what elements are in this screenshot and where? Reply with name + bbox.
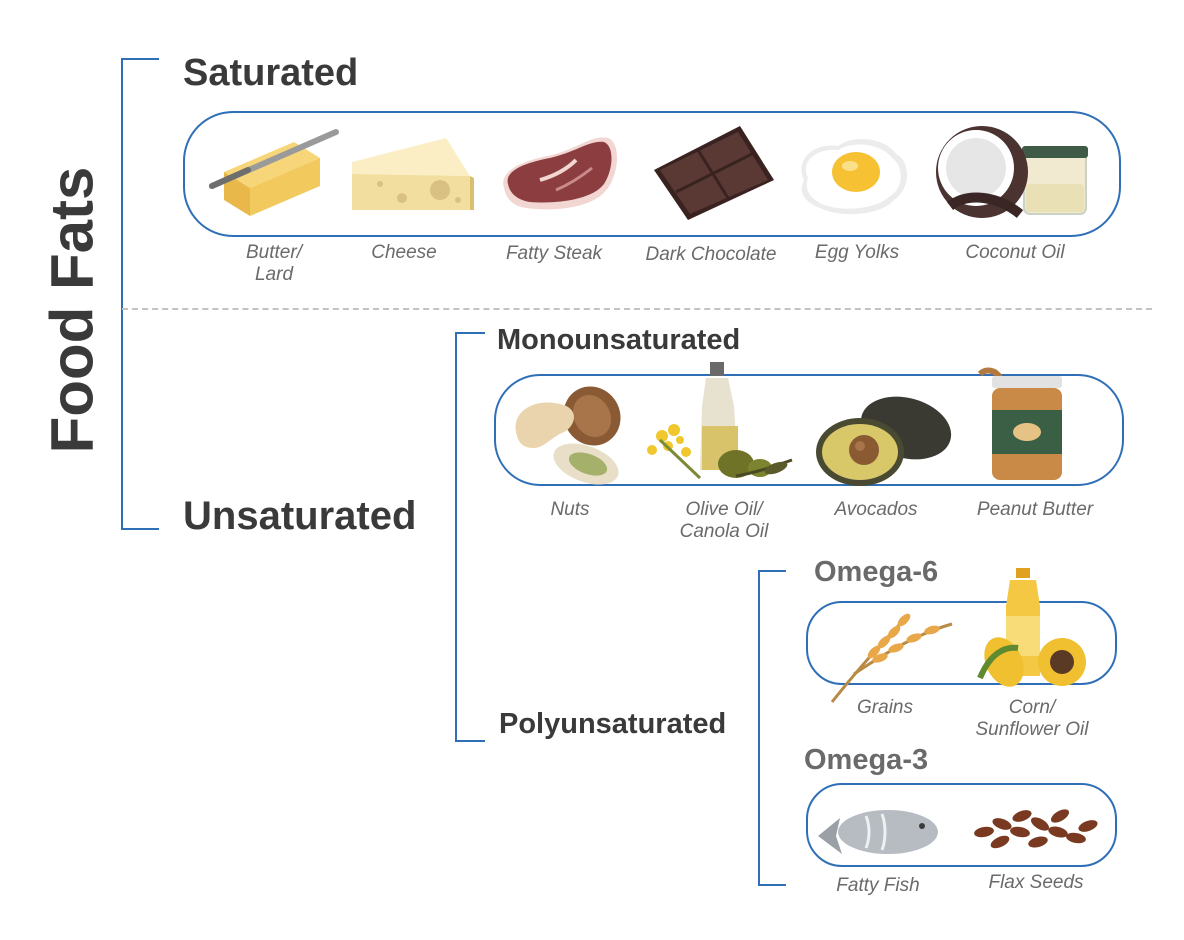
poly-heading: Polyunsaturated: [499, 708, 727, 740]
caption-egg-yolks: Egg Yolks: [814, 242, 900, 263]
omega3-heading: Omega-3: [804, 744, 929, 776]
saturated-foods-panel: [183, 111, 1121, 237]
caption-butter: Butter/ Lard: [246, 242, 302, 285]
caption-flax-seeds: Flax Seeds: [988, 872, 1084, 893]
caption-coconut-oil: Coconut Oil: [965, 242, 1065, 263]
caption-olive-oil: Olive Oil/ Canola Oil: [679, 499, 769, 542]
omega6-foods-panel: [806, 601, 1117, 685]
section-divider: [122, 308, 1152, 310]
peanut-butter-icon: [977, 367, 1062, 480]
butter-icon: [209, 129, 339, 216]
caption-nuts: Nuts: [550, 499, 590, 520]
diagram-title: Food Fats: [38, 166, 106, 454]
caption-fatty-steak: Fatty Steak: [505, 243, 603, 264]
cheese-icon: [352, 138, 474, 210]
flax-seeds-icon: [974, 809, 1098, 849]
unsaturated-heading: Unsaturated: [183, 494, 417, 538]
caption-avocados: Avocados: [834, 499, 918, 520]
caption-cheese: Cheese: [371, 242, 437, 263]
caption-dark-chocolate: Dark Chocolate: [645, 244, 777, 265]
omega3-foods-panel: [806, 783, 1117, 867]
mono-heading: Monounsaturated: [497, 324, 741, 356]
coconut-icon: [936, 126, 1088, 218]
main-bracket: [121, 58, 159, 530]
egg-icon: [801, 139, 908, 215]
caption-corn-oil: Corn/ Sunflower Oil: [975, 697, 1089, 740]
chocolate-icon: [654, 126, 774, 220]
olive-oil-icon: [647, 362, 793, 480]
corn-oil-icon: [977, 568, 1086, 687]
unsaturated-bracket: [455, 332, 485, 742]
avocado-icon: [816, 396, 952, 486]
grains-icon: [830, 613, 953, 703]
steak-icon: [503, 137, 617, 210]
mono-foods-panel: [494, 374, 1124, 486]
omega6-heading: Omega-6: [814, 556, 939, 588]
poly-bracket: [758, 570, 786, 886]
fish-icon: [818, 810, 938, 854]
caption-grains: Grains: [857, 697, 913, 718]
caption-fatty-fish: Fatty Fish: [836, 875, 920, 896]
nuts-icon: [515, 386, 621, 485]
caption-peanut-butter: Peanut Butter: [976, 499, 1094, 520]
saturated-heading: Saturated: [183, 52, 359, 94]
